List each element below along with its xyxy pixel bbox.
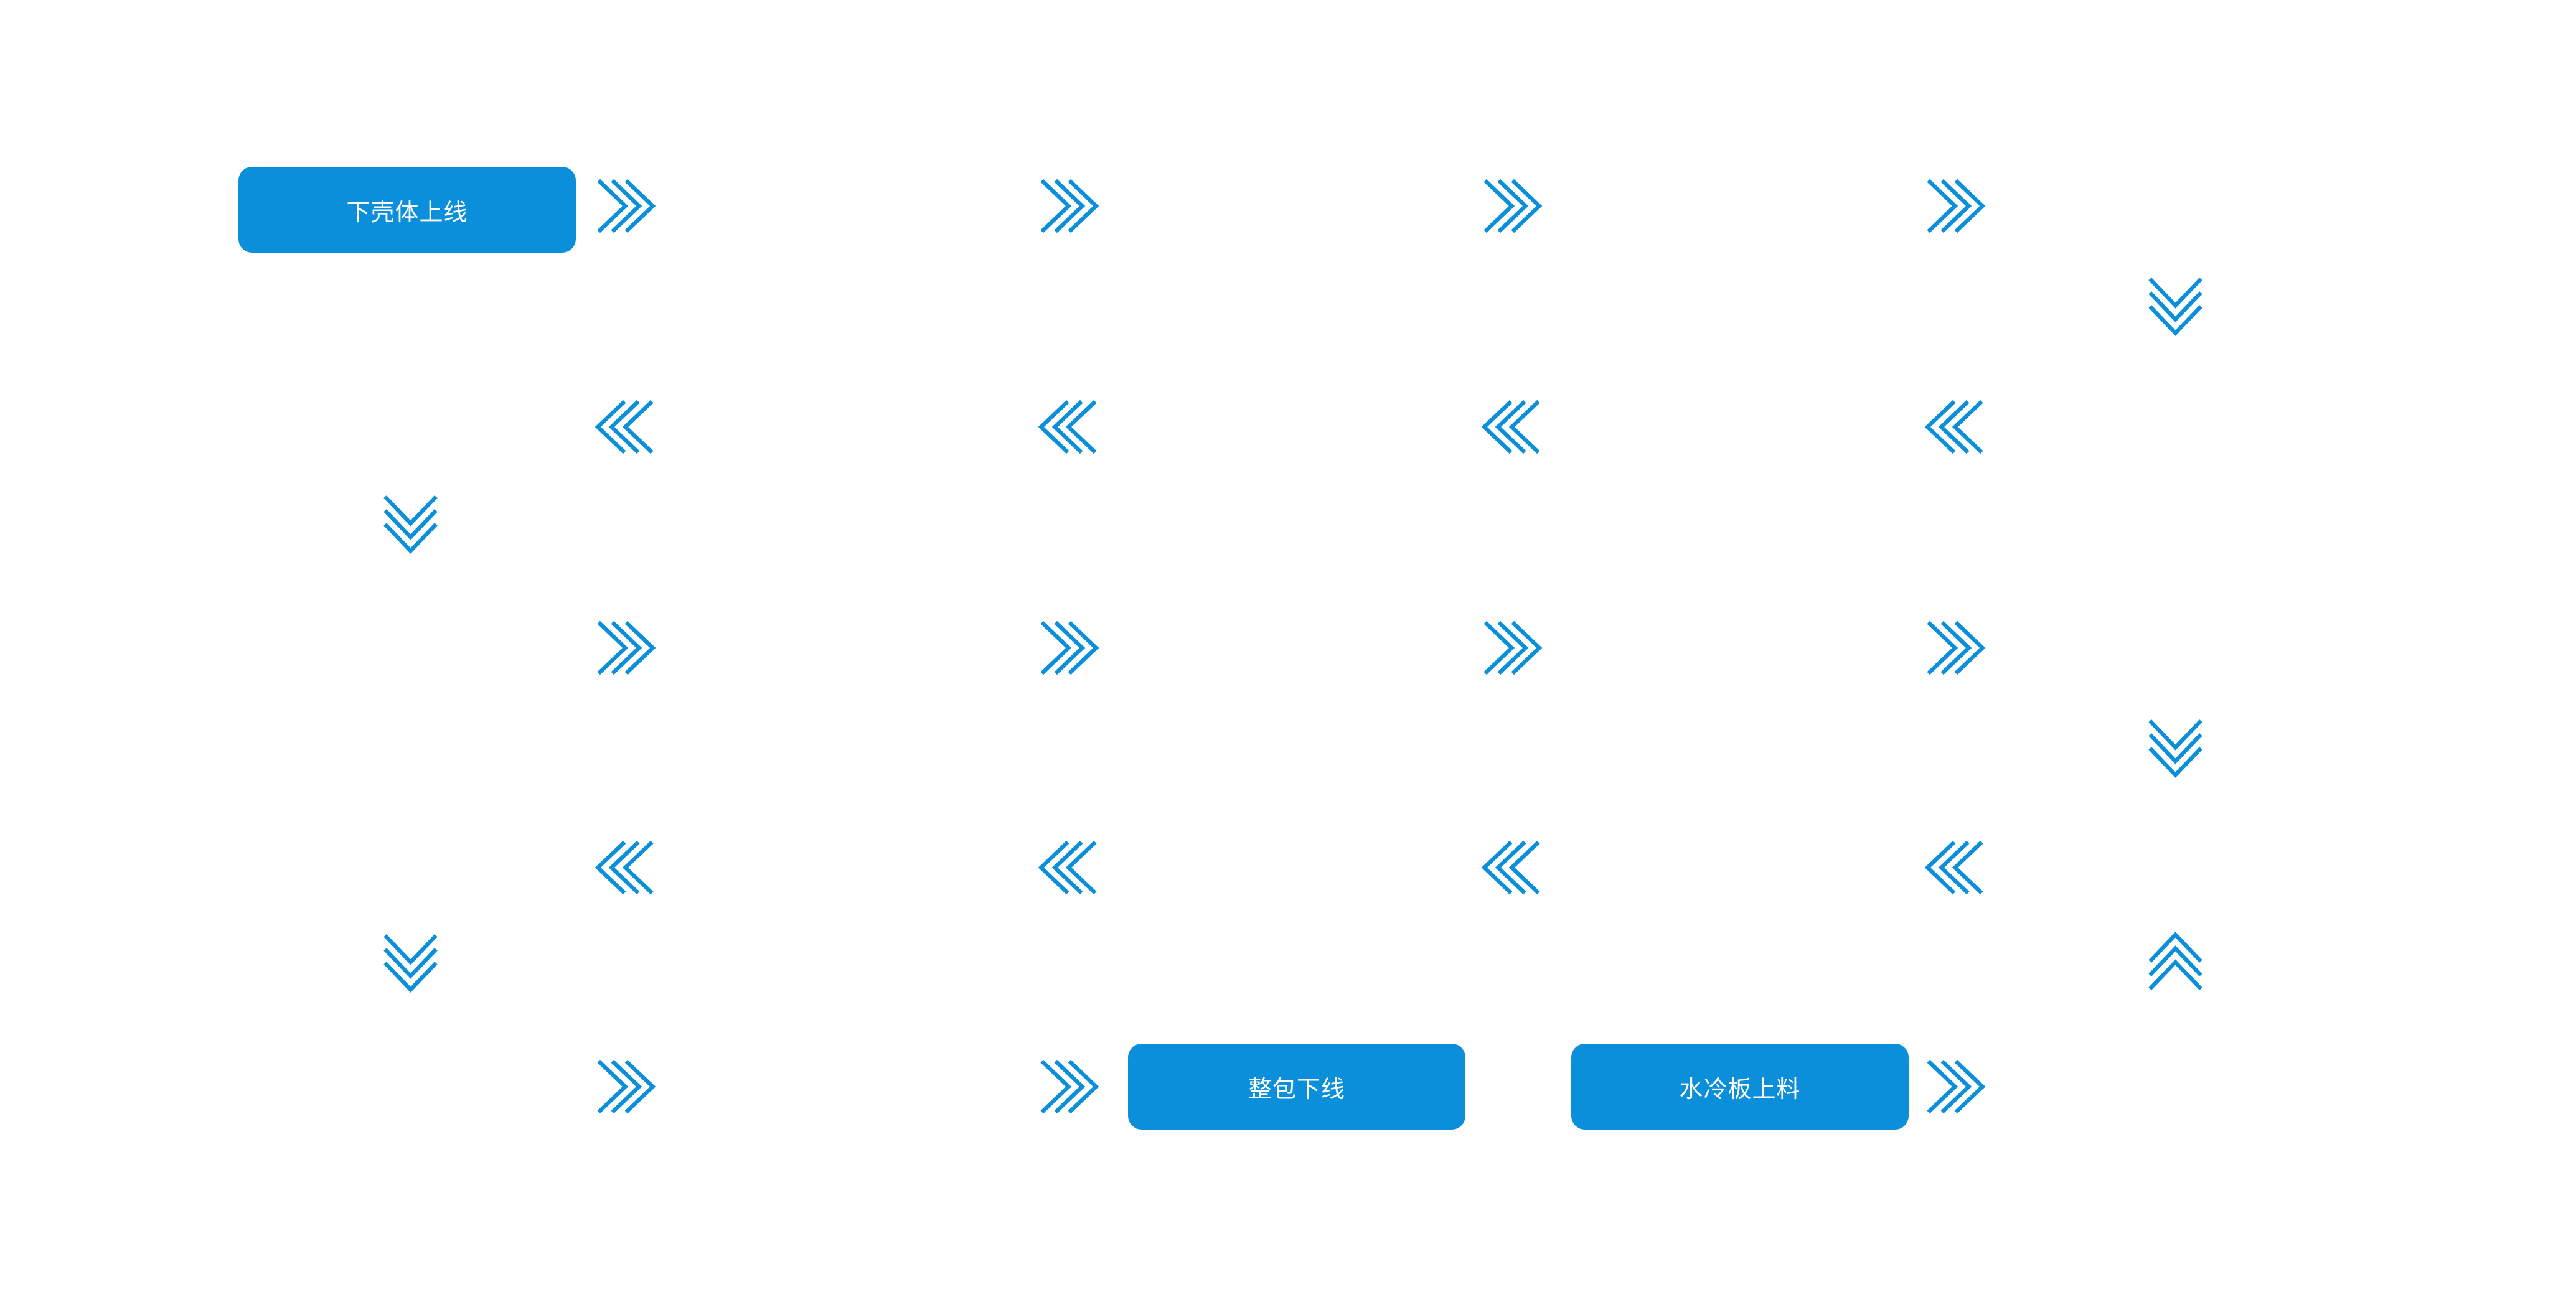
station-label: 整包下线 (1248, 1076, 1345, 1103)
chevron-left-icon (1037, 839, 1101, 896)
chevron-left-icon (593, 839, 657, 896)
chevron-right-icon (1480, 619, 1544, 677)
chevron-left-icon (1923, 398, 1987, 456)
chevron-right-icon (593, 619, 657, 677)
chevron-right-icon (1037, 177, 1101, 235)
chevron-left-icon (1480, 839, 1544, 896)
chevron-right-icon (1923, 177, 1987, 235)
chevron-down-icon (2147, 715, 2204, 779)
chevron-down-icon (382, 930, 440, 994)
chevron-right-icon (1923, 619, 1987, 677)
station-label: 下壳体上线 (346, 199, 468, 226)
chevron-left-icon (1037, 398, 1101, 456)
chevron-right-icon (1037, 619, 1101, 677)
station-cold-plate-feed[interactable]: 水冷板上料 (1571, 1044, 1909, 1130)
chevron-right-icon (593, 177, 657, 235)
chevron-right-icon (593, 1058, 657, 1115)
chevron-left-icon (1923, 839, 1987, 896)
chevron-up-icon (2147, 930, 2204, 994)
chevron-right-icon (1037, 1058, 1101, 1115)
chevron-left-icon (593, 398, 657, 456)
chevron-left-icon (1480, 398, 1544, 456)
chevron-down-icon (2147, 273, 2204, 337)
station-label: 水冷板上料 (1679, 1076, 1801, 1103)
station-lower-shell-online[interactable]: 下壳体上线 (238, 167, 576, 253)
chevron-down-icon (382, 491, 440, 555)
station-pack-offline[interactable]: 整包下线 (1128, 1044, 1465, 1130)
chevron-right-icon (1923, 1058, 1987, 1115)
chevron-right-icon (1480, 177, 1544, 235)
